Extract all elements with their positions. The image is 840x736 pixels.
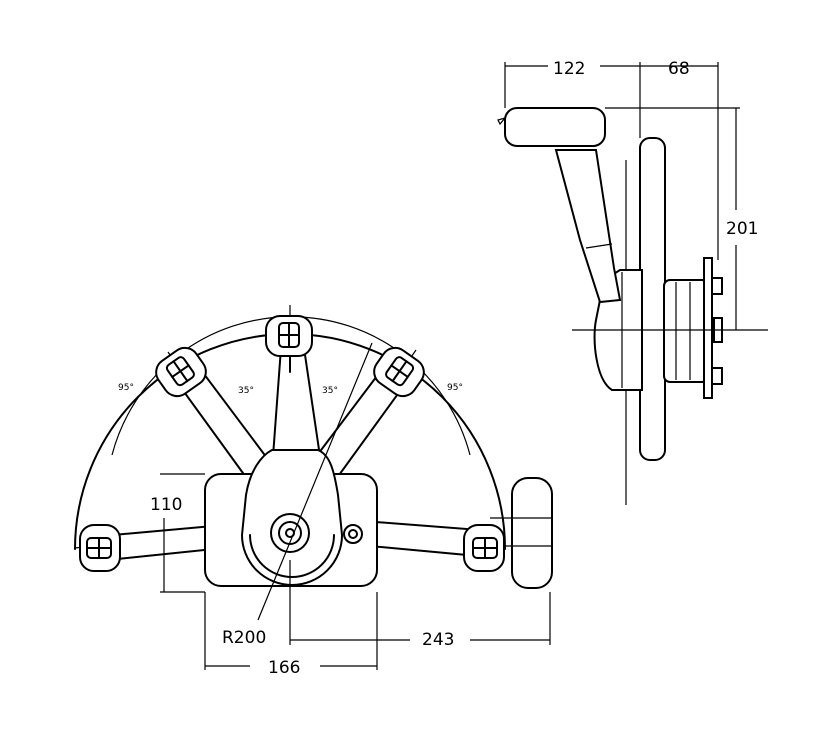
dim-243: 243 [422, 630, 454, 650]
lever-grips [79, 315, 505, 572]
grip-left-35 [155, 346, 207, 398]
dim-r200: R200 [222, 628, 266, 648]
side-knob [511, 477, 553, 589]
dim-110: 110 [150, 495, 182, 515]
angle-right-inner: 35° [322, 386, 338, 396]
dim-166: 166 [268, 658, 300, 678]
dim-201: 201 [726, 219, 758, 239]
angle-left-inner: 35° [238, 386, 254, 396]
bolt [343, 524, 363, 544]
front-view: 110 R200 166 243 95° 35° 35° 95° [73, 305, 553, 678]
grip-left-95 [79, 524, 121, 572]
front-dimension-lines [160, 473, 551, 670]
dim-68: 68 [668, 59, 690, 79]
side-dimension-lines [504, 62, 740, 330]
grip-right-95 [463, 524, 505, 572]
mounting-plate [663, 279, 709, 383]
grip-right-35 [373, 346, 425, 398]
grip-center [265, 315, 313, 373]
angle-right-outer: 95° [447, 383, 463, 393]
radius-leader [257, 342, 373, 621]
mounting-panel [639, 137, 666, 461]
dim-122: 122 [553, 59, 585, 79]
side-lever-arm [554, 149, 622, 304]
side-view: 122 68 201 [497, 59, 768, 505]
central-hub [270, 513, 310, 553]
angle-left-outer: 95° [118, 383, 134, 393]
side-handle [504, 107, 606, 147]
